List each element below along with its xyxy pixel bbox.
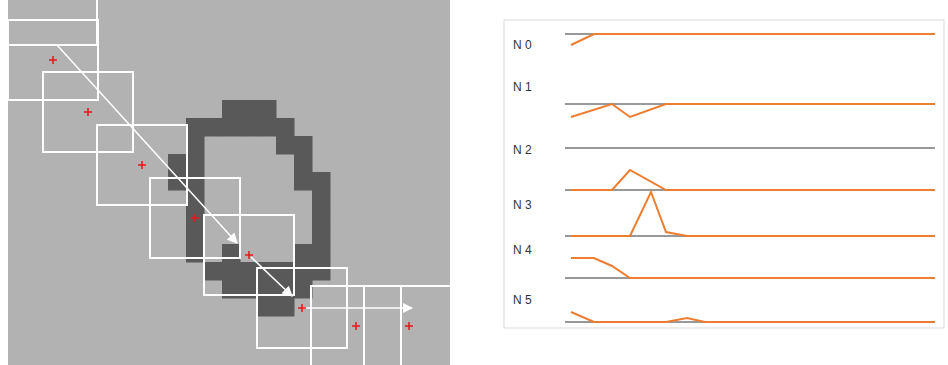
row-label: N 4: [513, 243, 532, 257]
dark-pixel: [276, 298, 295, 317]
fixation-marks: [49, 56, 413, 330]
neuron-trace: [571, 170, 935, 190]
dark-pixel: [294, 262, 313, 281]
glimpse-window: [97, 125, 187, 205]
image-ground: [8, 0, 450, 365]
row-rule: [565, 148, 935, 149]
glimpse-window: [311, 286, 401, 365]
dark-pixel: [294, 154, 313, 173]
neuron-trace: [571, 258, 935, 278]
fixation-plus: [49, 56, 57, 64]
dark-pixel: [294, 280, 313, 299]
dark-pixel: [258, 298, 277, 317]
glimpse-window: [204, 215, 294, 295]
dark-pixel: [294, 172, 313, 191]
dark-pixel: [312, 208, 331, 227]
dark-pixel: [222, 244, 241, 263]
dark-pixel: [186, 118, 205, 137]
dark-pixel: [186, 226, 205, 245]
fixation-plus: [245, 251, 253, 259]
glimpse-window: [43, 72, 133, 152]
scan-path: [57, 45, 412, 308]
row-rules: [565, 34, 935, 322]
glimpse-window: [150, 178, 240, 258]
neuron-trace: [571, 312, 935, 322]
row-label: N 5: [513, 293, 532, 307]
neuron-trace: [571, 104, 935, 117]
row-label: N 1: [513, 80, 532, 94]
dark-pixel: [240, 118, 259, 137]
dark-pixel: [186, 172, 205, 191]
neuron-trace: [571, 34, 935, 45]
dark-pixel: [204, 262, 223, 281]
dark-pixel: [258, 100, 277, 119]
fixation-plus: [352, 322, 360, 330]
dark-pixel: [204, 118, 223, 137]
glimpse-window: [8, 20, 98, 100]
dark-pixel: [276, 118, 295, 137]
dark-pixel: [222, 118, 241, 137]
dark-pixel: [312, 262, 331, 281]
digit-pixels: [168, 100, 331, 317]
dark-pixel: [258, 118, 277, 137]
dark-pixel: [186, 190, 205, 209]
dark-pixel: [312, 172, 331, 191]
row-label: N 3: [513, 198, 532, 212]
dark-pixel: [276, 136, 295, 155]
dark-pixel: [312, 190, 331, 209]
dark-pixel: [222, 262, 241, 281]
fixation-plus: [84, 108, 92, 116]
fixation-plus: [138, 161, 146, 169]
chart-frame: [504, 20, 944, 328]
dark-pixel: [294, 136, 313, 155]
fixation-plus: [405, 322, 413, 330]
dark-pixel: [276, 262, 295, 281]
fixation-plus: [191, 214, 199, 222]
row-label: N 0: [513, 38, 532, 52]
neuron-trace: [571, 192, 935, 236]
dark-pixel: [240, 100, 259, 119]
dark-pixel: [222, 100, 241, 119]
dark-pixel: [312, 244, 331, 263]
glimpse-window: [364, 286, 454, 365]
dark-pixel: [240, 262, 259, 281]
glimpse-window: [7, 0, 97, 45]
dark-pixel: [186, 136, 205, 155]
glimpse-windows: [7, 0, 454, 365]
dark-pixel: [186, 208, 205, 227]
fixation-plus: [298, 304, 306, 312]
dark-pixel: [186, 154, 205, 173]
dark-pixel: [294, 244, 313, 263]
dark-pixel: [312, 226, 331, 245]
row-label: N 2: [513, 143, 532, 157]
dark-pixel: [168, 172, 187, 191]
dark-pixel: [186, 244, 205, 263]
neuron-traces: [571, 34, 935, 322]
